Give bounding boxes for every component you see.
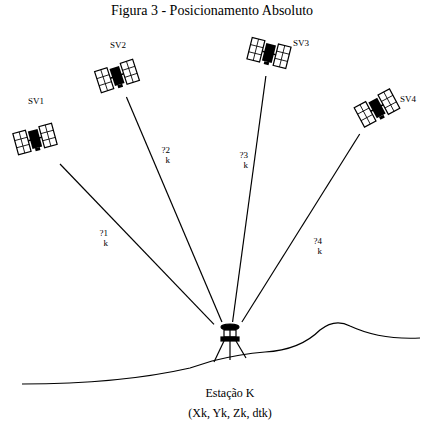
figure-title: Figura 3 - Posicionamento Absoluto [0, 3, 424, 19]
range-label: ?4 k [310, 236, 322, 256]
satellite-node: SV2 [95, 55, 140, 97]
receiver-tripod [214, 324, 246, 362]
station-node: Estação K(Xk, Yk, Zk, dtk) [214, 322, 246, 360]
satellite-label: SV3 [293, 38, 309, 48]
satellite-label: SV2 [110, 40, 126, 50]
satellite-icon [247, 37, 291, 69]
satellite-label: SV1 [28, 96, 44, 106]
range-label: ?3 k [236, 150, 248, 170]
satellite-label: SV4 [400, 94, 416, 104]
range-line [242, 134, 360, 322]
range-line [126, 97, 222, 322]
satellite-node: SV1 [10, 110, 60, 166]
satellite-icon [354, 89, 400, 128]
satellite-node: SV4 [350, 82, 402, 134]
range-label: ?1 k [96, 228, 108, 248]
terrain-line [22, 323, 420, 384]
range-line [233, 76, 266, 322]
satellite-icon [95, 59, 140, 93]
satellite-icon [13, 123, 58, 156]
range-line [60, 164, 214, 324]
station-label: Estação K [206, 386, 255, 401]
satellite-node: SV3 [245, 30, 293, 76]
range-label: ?2 k [158, 145, 170, 165]
station-label: (Xk, Yk, Zk, dtk) [188, 406, 272, 421]
